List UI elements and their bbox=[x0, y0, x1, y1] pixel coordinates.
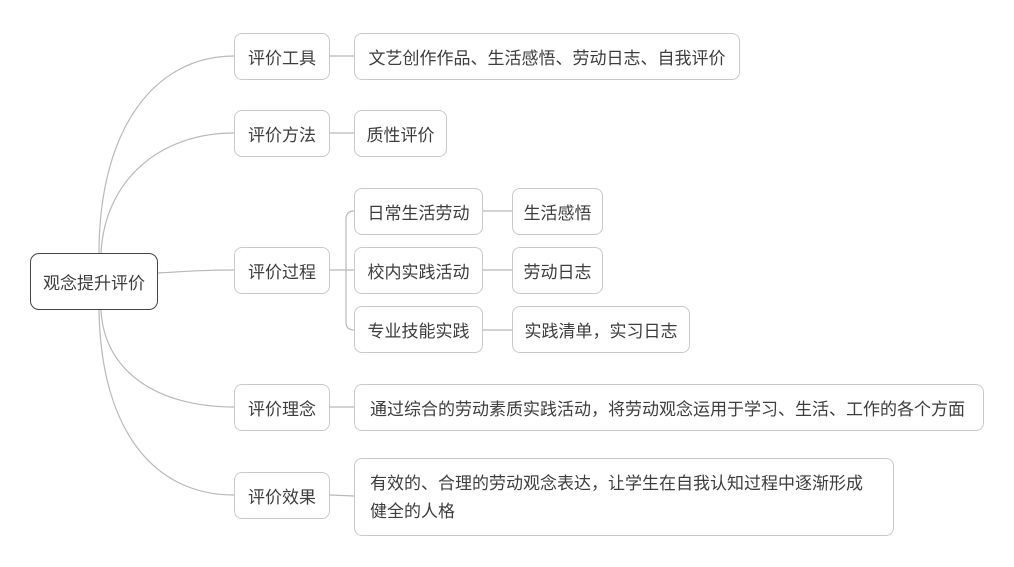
node-evaluation-concept-value[interactable]: 通过综合的劳动素质实践活动，将劳动观念运用于学习、生活、工作的各个方面 bbox=[354, 384, 984, 431]
root-node[interactable]: 观念提升评价 bbox=[30, 253, 158, 310]
connector-process-branch-down bbox=[345, 270, 355, 331]
branch-evaluation-tools[interactable]: 评价工具 bbox=[234, 33, 330, 80]
node-evaluation-tools-value[interactable]: 文艺创作作品、生活感悟、劳动日志、自我评价 bbox=[354, 33, 740, 80]
branch-evaluation-process[interactable]: 评价过程 bbox=[234, 247, 330, 294]
connector-root-to-branch-tools bbox=[98, 55, 235, 255]
connector-root-to-branch-effect bbox=[98, 309, 235, 496]
node-daily-life-labor[interactable]: 日常生活劳动 bbox=[354, 188, 483, 235]
node-professional-skill-practice[interactable]: 专业技能实践 bbox=[354, 306, 483, 353]
connector-root-to-branch-process bbox=[157, 269, 235, 274]
node-evaluation-effect-value[interactable]: 有效的、合理的劳动观念表达，让学生在自我认知过程中逐渐形成 健全的人格 bbox=[354, 458, 894, 536]
node-campus-practice-value[interactable]: 劳动日志 bbox=[512, 247, 603, 294]
connector-root-to-branch-concept bbox=[100, 309, 235, 408]
branch-evaluation-effect[interactable]: 评价效果 bbox=[234, 472, 330, 519]
branch-evaluation-concept[interactable]: 评价理念 bbox=[234, 384, 330, 431]
connector-effect-to-value bbox=[329, 494, 355, 497]
node-campus-practice[interactable]: 校内实践活动 bbox=[354, 247, 483, 294]
node-daily-life-labor-value[interactable]: 生活感悟 bbox=[512, 188, 603, 235]
connector-process-branch-up bbox=[345, 210, 355, 270]
connector-root-to-branch-methods bbox=[100, 132, 235, 255]
node-professional-skill-practice-value[interactable]: 实践清单，实习日志 bbox=[512, 306, 690, 353]
node-evaluation-methods-value[interactable]: 质性评价 bbox=[354, 110, 447, 157]
branch-evaluation-methods[interactable]: 评价方法 bbox=[234, 110, 330, 157]
